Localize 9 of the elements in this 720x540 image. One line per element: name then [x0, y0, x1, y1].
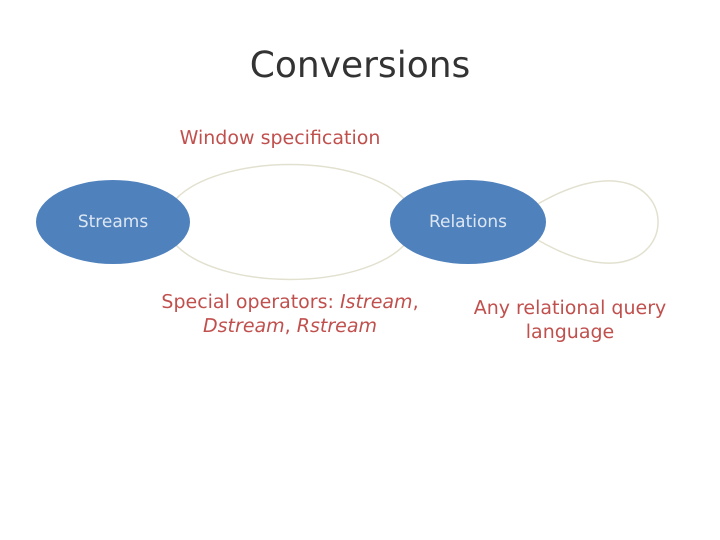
edge-label: Any relational query language: [472, 296, 668, 344]
ellipse-node: Relations: [390, 180, 546, 264]
edge-label: Special operators: Istream, Dstream, Rstream: [160, 290, 420, 338]
connector-arc: [176, 164, 404, 199]
connector-arc: [176, 245, 404, 280]
slide-title: Conversions: [248, 45, 472, 86]
connector-arc: [538, 180, 658, 264]
ellipse-node: Streams: [36, 180, 190, 264]
edge-label: Window specification: [178, 126, 382, 150]
